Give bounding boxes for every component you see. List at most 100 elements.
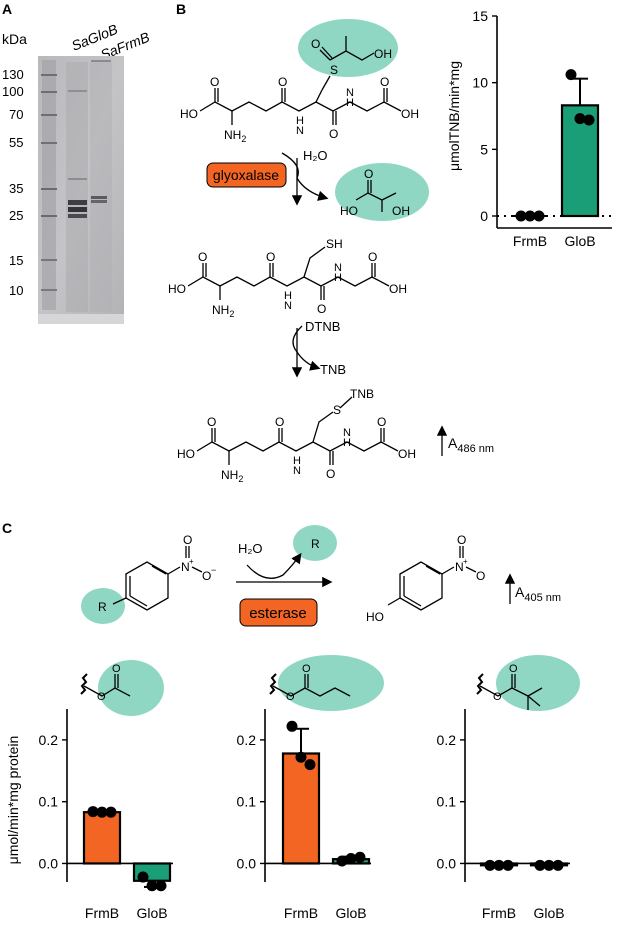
svg-text:NH2: NH2 xyxy=(221,468,243,484)
svg-text:O: O xyxy=(380,75,389,89)
marker-15: 15 xyxy=(9,253,23,268)
svg-text:O: O xyxy=(266,250,275,264)
dtnb-step: DTNB TNB xyxy=(291,319,346,378)
esterase-label: esterase xyxy=(249,605,307,622)
data-point xyxy=(304,759,316,771)
svg-text:R: R xyxy=(311,537,320,551)
glyoxalase-enzyme-box xyxy=(206,162,287,188)
data-point xyxy=(155,880,167,892)
svg-text:H: H xyxy=(293,455,301,467)
svg-text:N: N xyxy=(343,427,351,439)
svg-text:OH: OH xyxy=(401,107,419,121)
substrate-nitrophenyl-ester: R N + O O − xyxy=(81,533,216,624)
svg-text:HO: HO xyxy=(168,282,186,296)
panel-letter-c: C xyxy=(2,520,12,536)
r-highlight-leaving xyxy=(293,525,337,561)
svg-text:O: O xyxy=(457,533,466,547)
svg-text:N: N xyxy=(293,465,301,477)
svg-text:S: S xyxy=(333,403,341,417)
molecule-gs-tnb: S TNB O O O O HO OH H N N H NH2 xyxy=(177,387,416,484)
data-point xyxy=(534,859,546,871)
svg-text:O: O xyxy=(368,250,377,264)
data-point xyxy=(336,855,348,867)
svg-text:O: O xyxy=(97,691,106,703)
svg-text:O: O xyxy=(509,663,518,675)
svg-text:O: O xyxy=(329,127,338,141)
svg-text:O: O xyxy=(286,691,295,703)
panel-letter-a: A xyxy=(2,1,12,17)
svg-text:O: O xyxy=(112,663,121,675)
absorbance-readout-b: A486 nm xyxy=(436,425,494,456)
svg-text:O: O xyxy=(210,75,219,89)
data-point xyxy=(543,859,555,871)
kda-label: kDa xyxy=(2,31,27,47)
data-point xyxy=(524,210,536,222)
marker-130: 130 xyxy=(2,67,24,82)
svg-text:OH: OH xyxy=(374,47,392,61)
y-tick-label: 15 xyxy=(472,8,488,24)
svg-text:O: O xyxy=(377,415,386,429)
mw-markers: 130 100 70 55 35 25 15 10 xyxy=(2,67,24,298)
data-point xyxy=(583,114,595,126)
svg-text:O: O xyxy=(476,569,485,583)
svg-text:+: + xyxy=(463,557,468,566)
svg-text:H: H xyxy=(346,97,354,109)
y-tick-label: 0.1 xyxy=(39,794,59,810)
esterase-enzyme-box xyxy=(239,598,318,627)
data-point xyxy=(295,751,307,763)
data-point xyxy=(574,113,586,125)
absorbance-readout-c: A405 nm xyxy=(504,573,561,604)
svg-text:O: O xyxy=(183,533,192,547)
marker-25: 25 xyxy=(9,208,23,223)
svg-text:N: N xyxy=(284,300,292,312)
marker-100: 100 xyxy=(2,84,24,99)
esterase-step: H₂O R esterase xyxy=(236,525,337,627)
svg-text:O: O xyxy=(198,250,207,264)
marker-35: 35 xyxy=(9,181,23,196)
data-point xyxy=(565,69,577,81)
svg-text:−: − xyxy=(211,565,216,575)
glyoxalase-step: glyoxalase H₂O O HO OH xyxy=(206,148,429,221)
svg-text:NH2: NH2 xyxy=(224,128,246,144)
x-tick-label: FrmB xyxy=(513,233,547,249)
lactoyl-highlight xyxy=(298,19,398,77)
glyoxalase-label: glyoxalase xyxy=(213,167,279,183)
panel-c-scheme: C R N + O O − H₂O R esterase xyxy=(2,520,580,716)
svg-text:O: O xyxy=(326,467,335,481)
data-point xyxy=(286,720,298,732)
y-tick-label: 0 xyxy=(480,208,488,224)
y-tick-label: 0.0 xyxy=(39,855,59,871)
svg-text:S: S xyxy=(330,63,338,77)
svg-text:O: O xyxy=(493,691,502,703)
y-tick-label: 0.0 xyxy=(437,855,457,871)
dtnb-label: DTNB xyxy=(305,319,340,334)
substrate-pivalate: O O xyxy=(476,655,580,711)
x-tick-label: GloB xyxy=(564,233,595,249)
tnb-attached-label: TNB xyxy=(350,387,374,401)
lactate-highlight xyxy=(335,163,429,221)
svg-text:+: + xyxy=(189,557,194,566)
svg-text:HO: HO xyxy=(177,447,195,461)
data-point xyxy=(345,853,357,865)
molecule-glutathione: SH O O O O HO OH H N N H NH2 xyxy=(168,237,407,319)
svg-text:H: H xyxy=(296,115,304,127)
svg-text:N: N xyxy=(296,125,304,137)
y-tick-label: 10 xyxy=(472,75,488,91)
marker-10: 10 xyxy=(9,283,23,298)
y-tick-label: 0.2 xyxy=(39,732,59,748)
svg-text:O: O xyxy=(311,37,320,51)
y-tick-label: 0.0 xyxy=(237,855,257,871)
svg-text:H: H xyxy=(284,290,292,302)
bar-frmb xyxy=(82,811,122,865)
product-nitrophenol: HO N + O O xyxy=(366,533,485,624)
data-point xyxy=(96,806,108,818)
marker-55: 55 xyxy=(9,135,23,150)
gel-image xyxy=(38,56,124,324)
svg-text:O: O xyxy=(275,415,284,429)
svg-text:A486 nm: A486 nm xyxy=(448,435,494,455)
data-point xyxy=(105,806,117,818)
svg-text:O: O xyxy=(364,167,373,181)
